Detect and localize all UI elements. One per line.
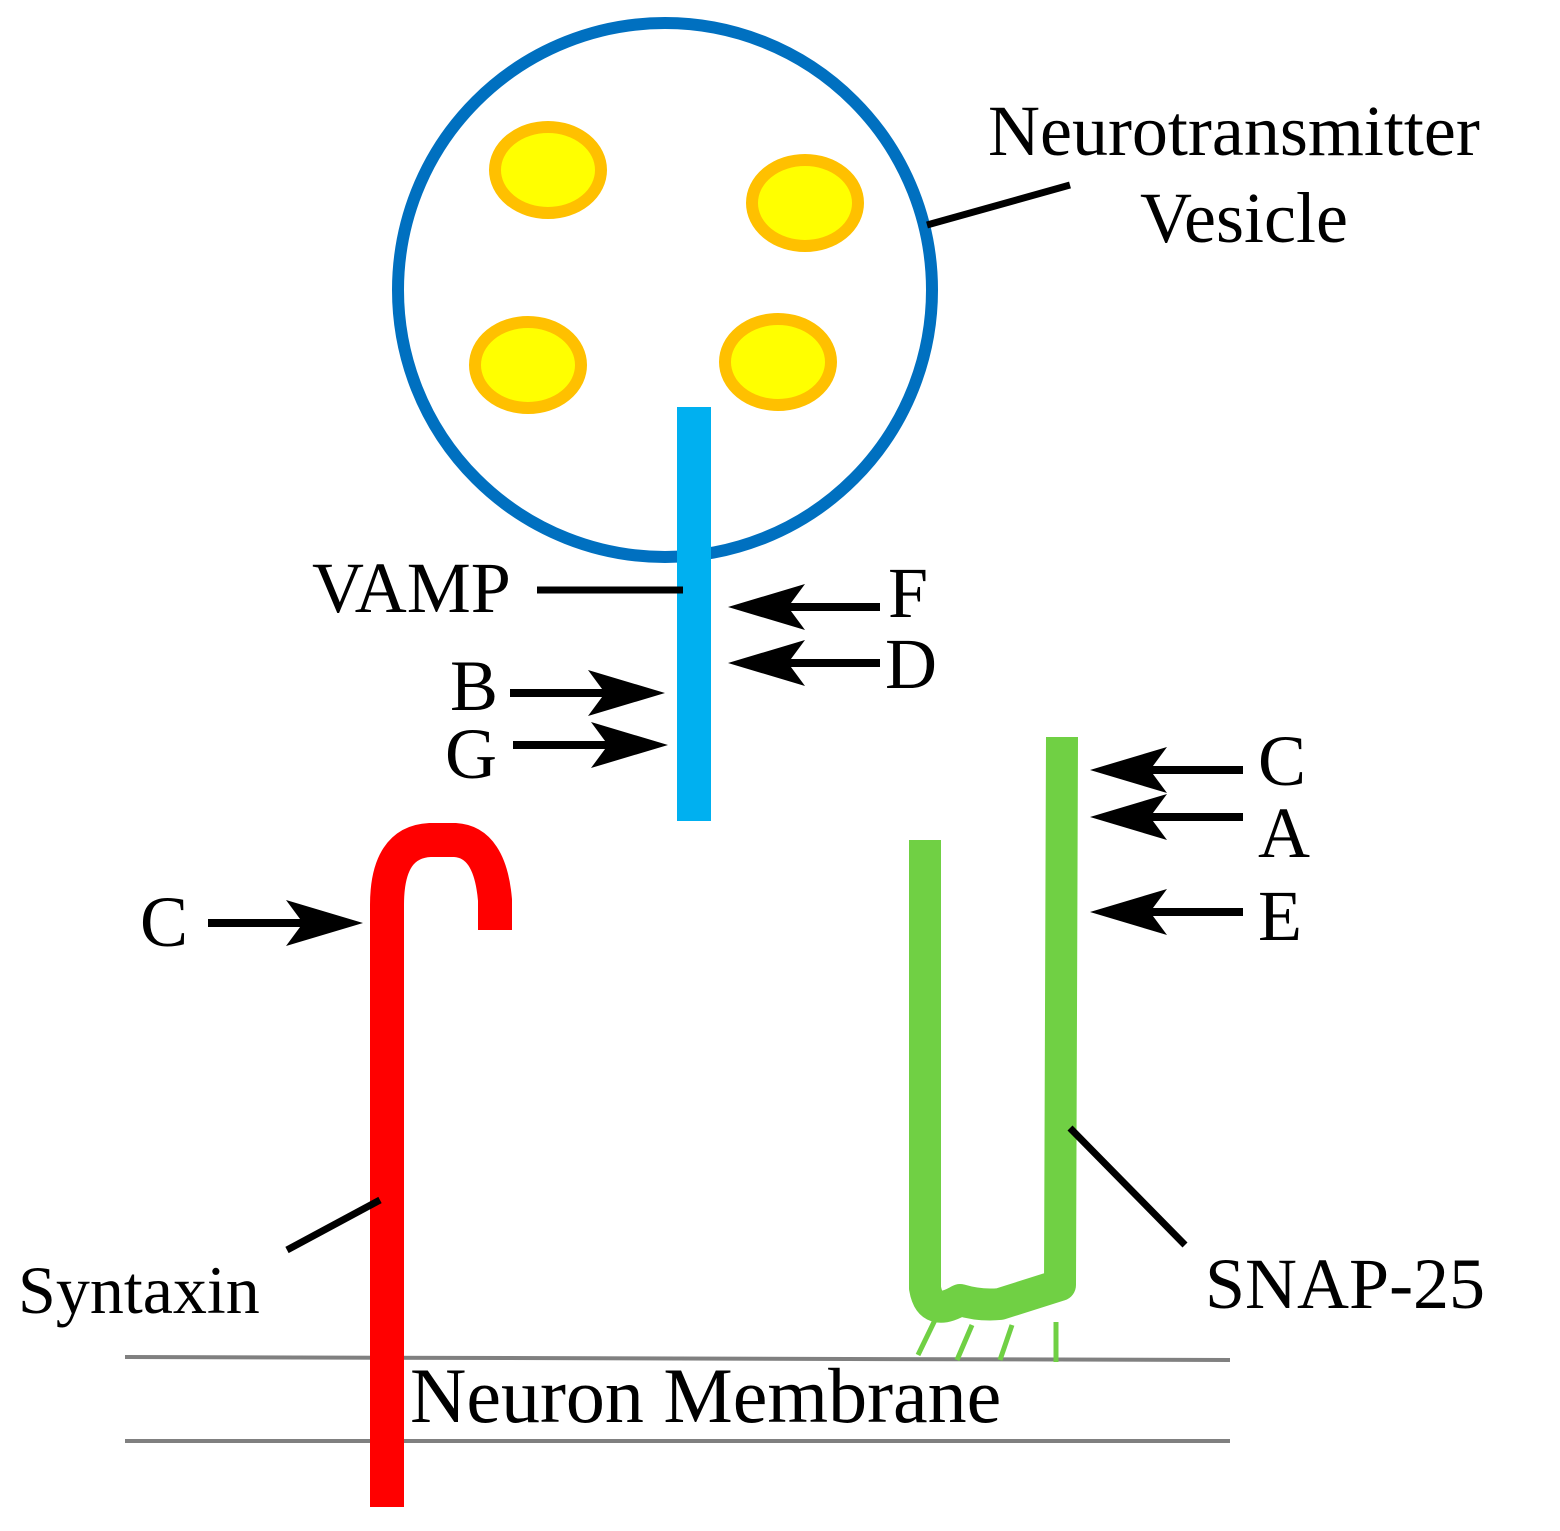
snap25-membrane-anchor (997, 1324, 1015, 1361)
site-label-f: F (888, 553, 928, 633)
vesicle-label-line2: Vesicle (1140, 178, 1348, 258)
snap25-site-label-e: E (1258, 876, 1302, 956)
neurotransmitter-molecule (746, 154, 864, 252)
vesicle-leader-line (926, 181, 1071, 229)
membrane-top-line (124, 1355, 1231, 1362)
cleavage-arrow-f: F (728, 553, 928, 633)
vamp-protein (677, 407, 711, 821)
vamp-label: VAMP (312, 548, 511, 628)
snap25-label: SNAP-25 (1205, 1244, 1485, 1324)
cleavage-arrow-snap25-c: C (1090, 721, 1306, 801)
site-label-g: G (445, 714, 497, 794)
site-label-b: B (450, 646, 498, 726)
cleavage-arrow-syntaxin-c: C (140, 882, 363, 962)
snap25-membrane-anchor (954, 1324, 975, 1361)
neurotransmitter-molecule (489, 121, 607, 219)
neurotransmitter-molecule (719, 313, 837, 411)
site-label-d: D (885, 624, 937, 704)
snap25-site-label-c: C (1258, 721, 1306, 801)
cleavage-arrow-g: G (445, 714, 668, 794)
cleavage-arrow-b: B (450, 646, 665, 726)
vesicle-membrane (392, 17, 938, 563)
vesicle-label-line1: Neurotransmitter (988, 91, 1480, 171)
snap25-leader-line (1067, 1125, 1188, 1248)
syntaxin-leader-line (285, 1196, 382, 1254)
cleavage-arrow-snap25-a: A (1090, 793, 1310, 873)
syntaxin-label: Syntaxin (18, 1252, 260, 1328)
neurotransmitter-molecule (469, 316, 587, 414)
cleavage-arrow-snap25-e: E (1090, 876, 1302, 956)
cleavage-arrow-d: D (728, 624, 937, 704)
syntaxin-site-label-c: C (140, 882, 188, 962)
snap25-protein (909, 736, 1078, 1323)
syntaxin-protein (370, 823, 512, 1507)
snap25-membrane-anchor (915, 1318, 938, 1357)
membrane-label: Neuron Membrane (410, 1352, 1001, 1439)
snap25-site-label-a: A (1258, 793, 1310, 873)
